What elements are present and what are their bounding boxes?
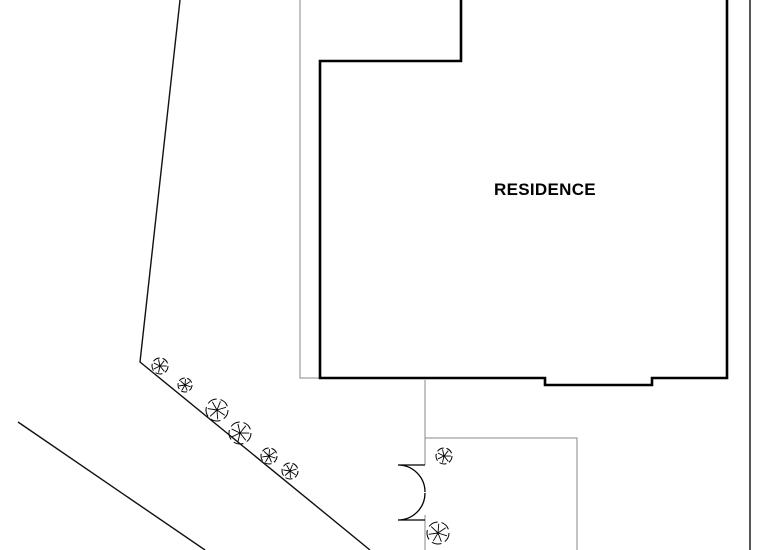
tree-symbol-icon	[426, 521, 450, 545]
tree-symbol-icon	[205, 398, 229, 422]
tree-symbol-icon	[177, 377, 193, 393]
patio-outline-east	[425, 437, 578, 550]
street-edge-line	[17, 421, 206, 550]
residence-footprint	[318, 0, 729, 387]
tree-symbol-icon	[281, 462, 299, 480]
setback-line	[299, 0, 320, 379]
residence-label: RESIDENCE	[494, 180, 596, 199]
property-line-west	[139, 0, 371, 550]
tree-symbol-icon	[260, 447, 278, 465]
landscape-shrubs	[151, 357, 453, 545]
double-door-icon	[397, 464, 426, 521]
tree-symbol-icon	[228, 421, 252, 445]
tree-symbol-icon	[435, 447, 453, 465]
tree-symbol-icon	[151, 357, 169, 375]
